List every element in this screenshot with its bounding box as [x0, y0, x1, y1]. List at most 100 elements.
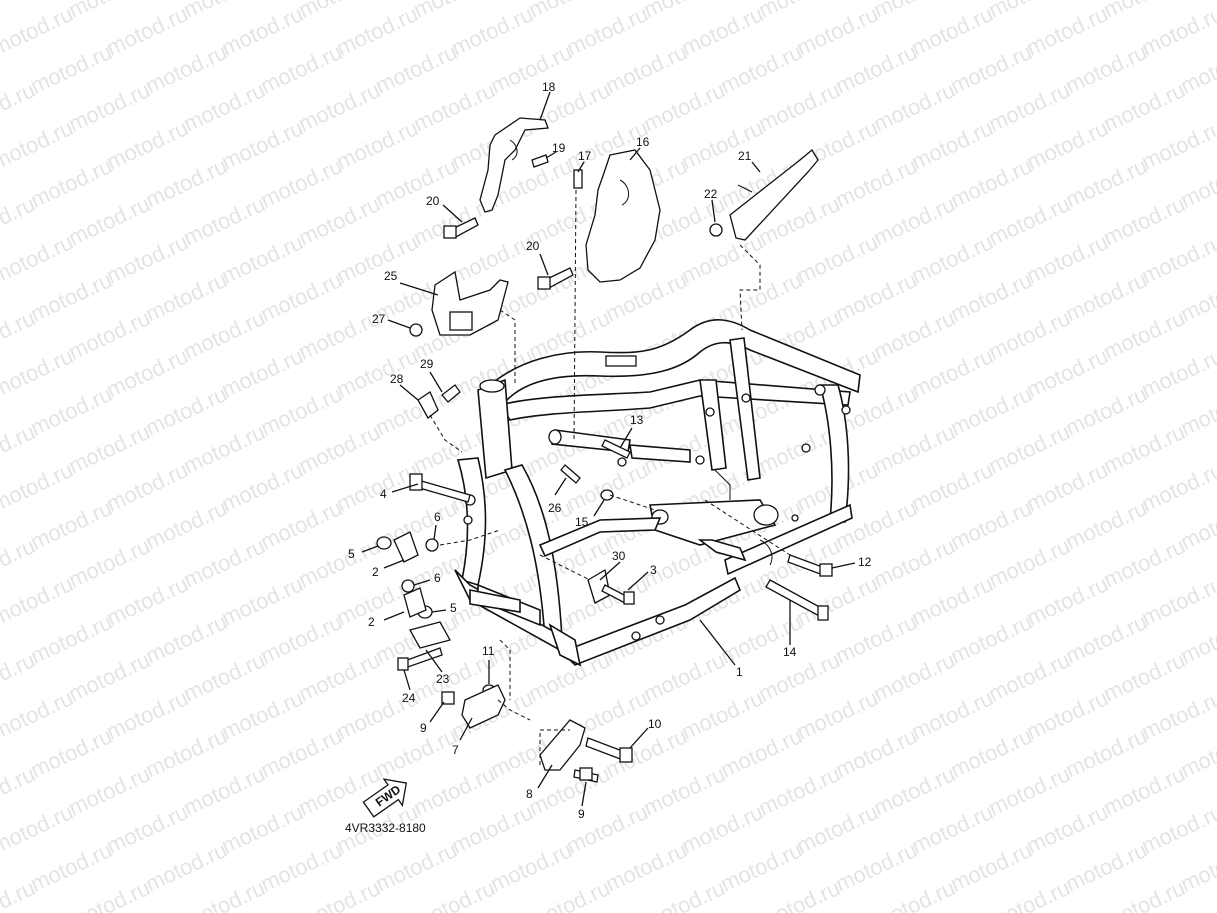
watermark-text: motod.ru [27, 267, 116, 326]
label-part-8: 8 [526, 787, 533, 801]
watermark-text: motod.ru [1100, 875, 1189, 913]
watermark-text: motod.ru [65, 761, 154, 820]
watermark-text: motod.ru [1062, 153, 1151, 212]
watermark-text: motod.ru [1023, 457, 1112, 516]
watermark-text: motod.ru [985, 533, 1074, 592]
watermark-text: motod.ru [0, 115, 77, 174]
watermark-text: motod.ru [410, 761, 499, 820]
watermark-text: motod.ru [103, 799, 192, 858]
watermark-text: motod.ru [717, 837, 806, 896]
watermark-text: motod.ru [602, 39, 691, 98]
label-part-10: 10 [648, 717, 662, 731]
components [376, 117, 833, 783]
watermark-text: motod.ru [870, 875, 959, 913]
watermark-text: motod.ru [487, 39, 576, 98]
watermark-text: motod.ru [947, 723, 1036, 782]
label-part-22: 22 [704, 187, 718, 201]
watermark-text: motod.ru [1062, 837, 1151, 896]
watermark-text: motod.ru [103, 229, 192, 288]
watermark-text: motod.ru [793, 799, 882, 858]
label-part-12: 12 [858, 555, 872, 569]
watermark-text: motod.ru [142, 495, 231, 554]
watermark-text: motod.ru [333, 343, 422, 402]
watermark-text: motod.ru [180, 875, 269, 913]
part-2-plate-a [393, 531, 419, 563]
watermark-text: motod.ru [27, 723, 116, 782]
watermark-text: motod.ru [1100, 305, 1189, 364]
watermark-text: motod.ru [372, 837, 461, 896]
watermark-text: motod.ru [1062, 495, 1151, 554]
watermark-text: motod.ru [1100, 761, 1189, 820]
label-part-9-b: 9 [578, 807, 585, 821]
watermark-text: motod.ru [947, 837, 1036, 896]
watermark-text: motod.ru [525, 761, 614, 820]
watermark-text: motod.ru [717, 267, 806, 326]
label-part-3: 3 [650, 563, 657, 577]
watermark-text: motod.ru [218, 799, 307, 858]
watermark-text: motod.ru [832, 837, 921, 896]
watermark-text: motod.ru [832, 267, 921, 326]
watermark-text: motod.ru [832, 153, 921, 212]
diagram-code: 4VR3332-8180 [345, 821, 426, 835]
watermark-text: motod.ru [372, 723, 461, 782]
watermark-text: motod.ru [908, 1, 997, 60]
watermark-text: motod.ru [1062, 267, 1151, 326]
watermark-text: motod.ru [295, 419, 384, 478]
watermark-text: motod.ru [0, 457, 77, 516]
watermark-text: motod.ru [640, 761, 729, 820]
watermark-text: motod.ru [180, 305, 269, 364]
watermark-text: motod.ru [1062, 723, 1151, 782]
label-part-5-a: 5 [348, 547, 355, 561]
part-18-cover [479, 117, 549, 213]
watermark-text: motod.ru [947, 381, 1036, 440]
part-10-bolt [585, 737, 626, 761]
watermark-text: motod.ru [870, 647, 959, 706]
watermark-text: motod.ru [793, 1, 882, 60]
watermark-text: motod.ru [870, 533, 959, 592]
watermark-text: motod.ru [755, 77, 844, 136]
watermark-text: motod.ru [180, 647, 269, 706]
watermark-text: motod.ru [870, 305, 959, 364]
watermark-text: motod.ru [678, 685, 767, 744]
watermark-text: motod.ru [27, 837, 116, 896]
watermark-text: motod.ru [908, 343, 997, 402]
watermark-text: motod.ru [142, 609, 231, 668]
watermark-text: motod.ru [410, 77, 499, 136]
watermark-text: motod.ru [1138, 457, 1217, 516]
watermark-text: motod.ru [985, 191, 1074, 250]
label-part-16: 16 [636, 135, 650, 149]
watermark-text: motod.ru [1023, 229, 1112, 288]
watermark-text: motod.ru [985, 761, 1074, 820]
watermark-text: motod.ru [218, 1, 307, 60]
watermark-text: motod.ru [295, 875, 384, 913]
watermark-text: motod.ru [947, 267, 1036, 326]
label-part-20-a: 20 [426, 194, 440, 208]
watermark-text: motod.ru [832, 609, 921, 668]
watermark-text: motod.ru [1100, 533, 1189, 592]
watermark-text: motod.ru [0, 685, 77, 744]
watermark-text: motod.ru [678, 229, 767, 288]
watermark-text: motod.ru [1138, 229, 1217, 288]
watermark-text: motod.ru [142, 39, 231, 98]
leader-lines [361, 91, 856, 807]
label-part-15: 15 [575, 515, 589, 529]
watermark-text: motod.ru [142, 837, 231, 896]
label-part-6-b: 6 [434, 571, 441, 585]
main-frame [454, 319, 861, 667]
label-part-24: 24 [402, 691, 416, 705]
label-part-2-a: 2 [372, 565, 379, 579]
watermark-text: motod.ru [65, 305, 154, 364]
watermark-text: motod.ru [947, 495, 1036, 554]
watermark-text: motod.ru [563, 799, 652, 858]
watermark-text: motod.ru [410, 533, 499, 592]
watermark-text: motod.ru [0, 571, 77, 630]
watermark-text: motod.ru [257, 723, 346, 782]
watermark-text: motod.ru [563, 1, 652, 60]
watermark-text: motod.ru [65, 419, 154, 478]
watermark-text: motod.ru [1023, 1, 1112, 60]
watermark-text: motod.ru [640, 77, 729, 136]
watermark-text: motod.ru [985, 647, 1074, 706]
watermark-text: motod.ru [985, 875, 1074, 913]
part-6-nut-b [401, 579, 415, 593]
